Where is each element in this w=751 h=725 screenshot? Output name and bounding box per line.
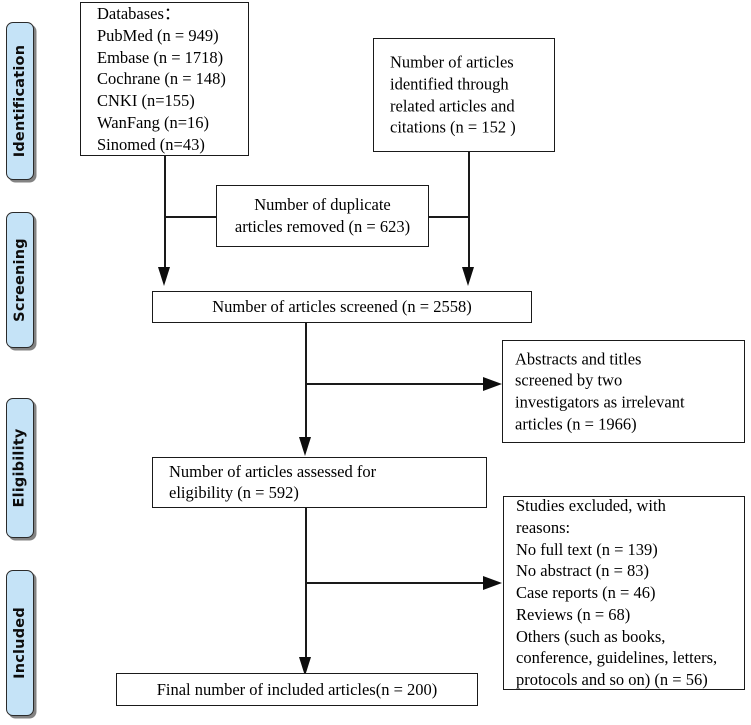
other-sources-line-3: citations (n = 152 ) (390, 117, 516, 137)
studies-excluded-line-3: No abstract (n = 83) (516, 561, 650, 581)
articles-screened-box: Number of articles screened (n = 2558) (152, 291, 532, 323)
other-sources-box: Number of articles identified through re… (373, 38, 555, 152)
stage-identification: Identification (6, 22, 34, 180)
arrowhead-to-abstracts-excluded (483, 377, 502, 391)
stage-included-label: Included (12, 607, 28, 679)
studies-excluded-line-5: Reviews (n = 68) (516, 604, 631, 624)
databases-box: Databases： PubMed (n = 949) Embase (n = … (80, 2, 249, 156)
other-sources-line-2: related articles and (390, 96, 515, 115)
studies-excluded-line-0: Studies excluded, with (516, 496, 666, 516)
abstracts-excluded-line-3: articles (n = 1966) (515, 414, 637, 434)
final-included-line-0: Final number of included articles(n = 20… (156, 679, 438, 699)
duplicates-line-0: Number of duplicate (254, 195, 391, 215)
connector-abstracts-excluded (305, 383, 484, 385)
stage-eligibility-label: Eligibility (12, 428, 29, 508)
arrowhead-eligibility-to-final (299, 657, 311, 676)
studies-excluded-box: Studies excluded, with reasons: No full … (503, 496, 745, 690)
eligibility-assessed-box: Number of articles assessed for eligibil… (152, 457, 487, 508)
abstracts-excluded-box: Abstracts and titles screened by two inv… (502, 340, 745, 443)
abstracts-excluded-line-2: investigators as irrelevant (515, 392, 685, 412)
connector-studies-excluded (305, 582, 484, 584)
eligibility-assessed-line-0: Number of articles assessed for (169, 461, 377, 481)
studies-excluded-line-7: conference, guidelines, letters, (516, 648, 718, 668)
abstracts-excluded-line-0: Abstracts and titles (515, 348, 642, 368)
stage-screening-label: Screening (12, 238, 28, 322)
connector-duplicates-left (164, 216, 216, 218)
arrowhead-screened-to-eligibility (299, 437, 311, 456)
final-included-box: Final number of included articles(n = 20… (116, 673, 478, 706)
arrowhead-to-studies-excluded (483, 576, 502, 590)
studies-excluded-line-6: Others (such as books, (516, 626, 666, 646)
eligibility-assessed-line-1: eligibility (n = 592) (169, 483, 299, 503)
connector-duplicates-right (428, 216, 469, 218)
connector-other-sources-down (468, 152, 470, 268)
arrowhead-databases-to-screened (158, 267, 170, 286)
screened-line-0: Number of articles screened (n = 2558) (212, 297, 472, 317)
studies-excluded-line-1: reasons: (516, 517, 571, 537)
studies-excluded-line-8: protocols and so on) (n = 56) (516, 670, 708, 690)
connector-screened-down (305, 322, 307, 438)
databases-line-1: PubMed (n = 949) (97, 25, 219, 45)
connector-databases-down (164, 156, 166, 268)
stage-eligibility: Eligibility (6, 398, 34, 538)
arrowhead-other-sources-to-screened (462, 267, 474, 286)
databases-line-5: WanFang (n=16) (97, 112, 209, 132)
studies-excluded-line-4: Case reports (n = 46) (516, 583, 656, 603)
studies-excluded-line-2: No full text (n = 139) (516, 539, 658, 559)
databases-line-3: Cochrane (n = 148) (97, 69, 226, 89)
other-sources-line-0: Number of articles (390, 52, 514, 72)
duplicates-removed-box: Number of duplicate articles removed (n … (216, 185, 429, 247)
stage-included: Included (6, 570, 34, 716)
duplicates-line-1: articles removed (n = 623) (234, 217, 411, 236)
databases-line-2: Embase (n = 1718) (97, 47, 224, 67)
stage-screening: Screening (6, 212, 34, 348)
databases-line-4: CNKI (n=155) (97, 90, 195, 110)
other-sources-line-1: identified through (390, 74, 509, 94)
databases-line-0: Databases： (97, 3, 181, 23)
stage-identification-label: Identification (12, 44, 29, 158)
databases-line-6: Sinomed (n=43) (97, 134, 205, 154)
abstracts-excluded-line-1: screened by two (515, 370, 623, 390)
